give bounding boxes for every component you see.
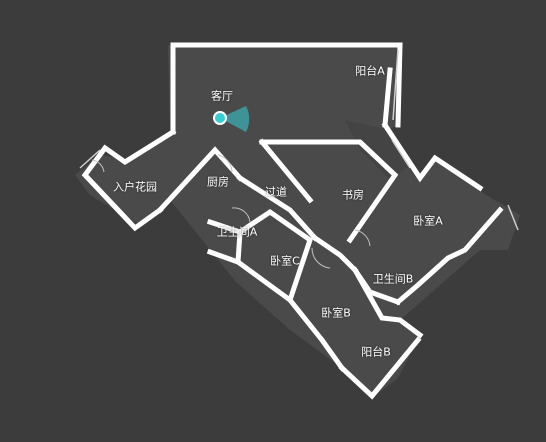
wall-bedroom-b bbox=[286, 296, 346, 372]
wall-east-outer bbox=[381, 121, 484, 192]
room-label-study[interactable]: 书房 bbox=[342, 188, 364, 202]
wall-bathroom-a bbox=[206, 218, 243, 266]
door-arc-corridor bbox=[311, 247, 331, 269]
room-label-bedroom-c[interactable]: 卧室C bbox=[270, 254, 300, 268]
room-label-bathroom-a[interactable]: 卫生间A bbox=[216, 225, 258, 239]
wall-balcony-b bbox=[338, 336, 422, 400]
walls bbox=[81, 42, 504, 400]
window-study bbox=[391, 139, 411, 169]
room-label-bedroom-b[interactable]: 卧室B bbox=[321, 306, 351, 320]
wall-study bbox=[259, 139, 399, 244]
wall-bedroom-c bbox=[234, 208, 313, 305]
window-balcony-a bbox=[392, 49, 399, 121]
room-label-balcony-b[interactable]: 阳台B bbox=[361, 345, 391, 359]
windows bbox=[79, 49, 519, 231]
wall-center bbox=[311, 234, 359, 274]
wall-entry-garden bbox=[81, 128, 177, 232]
door-arc-bath-a bbox=[231, 207, 251, 223]
window-entry bbox=[79, 149, 101, 169]
wall-bedroom-a-east bbox=[394, 206, 504, 306]
room-label-living-room[interactable]: 客厅 bbox=[211, 89, 233, 103]
room-label-corridor[interactable]: 过道 bbox=[265, 185, 287, 199]
wall-outer-north bbox=[170, 42, 403, 135]
wall-corridor bbox=[236, 174, 319, 242]
doors bbox=[91, 154, 371, 269]
wall-bedroom-b-east bbox=[351, 266, 424, 339]
wall-diagonal-living bbox=[258, 138, 314, 204]
room-label-bedroom-a[interactable]: 卧室A bbox=[413, 214, 443, 228]
door-arc-bedroom-a bbox=[354, 229, 371, 247]
window-bedroom-a bbox=[507, 204, 519, 231]
room-label-bathroom-b[interactable]: 卫生间B bbox=[372, 272, 414, 286]
viewpoint-marker-icon[interactable] bbox=[213, 106, 250, 132]
room-label-balcony-a[interactable]: 阳台A bbox=[355, 64, 385, 78]
door-arc-kitchen bbox=[217, 154, 233, 173]
room-label-kitchen[interactable]: 厨房 bbox=[207, 175, 229, 189]
door-arc-entry bbox=[91, 159, 105, 173]
wall-balcony-a bbox=[382, 67, 393, 128]
room-label-entry-garden[interactable]: 入户花园 bbox=[113, 180, 157, 194]
